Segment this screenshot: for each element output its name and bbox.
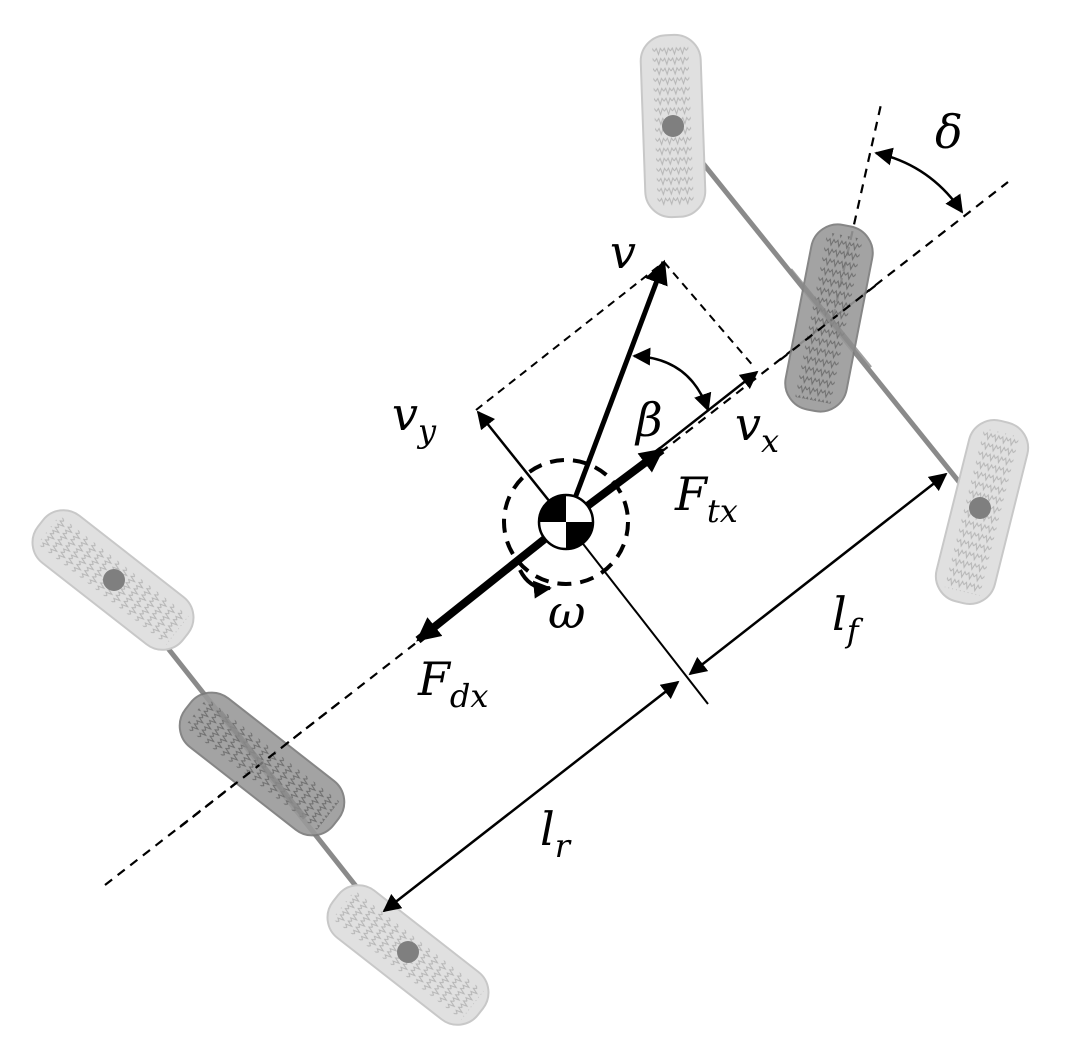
lf-dimension-arrow: [688, 472, 948, 676]
front-axle-overlay: [788, 268, 872, 370]
sideslip-angle-arc: [632, 347, 712, 412]
hub-front-right: [969, 497, 991, 519]
vehicle-axis-overlay-front: [779, 281, 881, 361]
cg-lateral-line: [565, 521, 709, 705]
ftx-label-sub: tx: [707, 492, 738, 530]
hub-rear-left: [103, 569, 125, 591]
vx-label-sub: x: [761, 422, 779, 460]
lf-label-main: l: [832, 587, 847, 641]
yaw-rate-arrow: [518, 569, 552, 599]
fdx-label-main: F: [417, 652, 452, 706]
vy-label-sub: y: [416, 412, 437, 450]
v-arrow: [563, 259, 668, 523]
vy-projection-dashed: [475, 261, 665, 411]
vx-projection-dashed: [663, 261, 756, 369]
hub-rear-right: [397, 941, 419, 963]
rear-axle-overlay: [218, 710, 307, 820]
center-of-gravity-symbol: [537, 493, 595, 551]
beta-label: β: [634, 393, 663, 447]
drag-force-arrow: [415, 518, 569, 644]
ftx-label: Ftx: [674, 467, 738, 530]
yaw-rate-circle: [502, 458, 630, 586]
hub-front-left: [662, 115, 684, 137]
fdx-label: Fdx: [417, 652, 488, 715]
vy-label: vy: [392, 387, 437, 450]
vx-label-main: v: [735, 397, 761, 451]
steering-angle-arc: [874, 147, 964, 214]
ftx-label-main: F: [674, 467, 709, 521]
lf-label-sub: f: [845, 612, 864, 650]
v-label: v: [610, 225, 636, 279]
omega-label: ω: [548, 585, 586, 639]
vx-label: vx: [735, 397, 779, 460]
lr-label-sub: r: [555, 827, 572, 865]
vy-label-main: v: [392, 387, 418, 441]
fdx-label-sub: dx: [450, 677, 489, 715]
lf-label: lf: [832, 587, 864, 650]
delta-label: δ: [935, 105, 963, 159]
lr-label-main: l: [540, 802, 555, 856]
lr-dimension-arrow: [382, 680, 680, 913]
lr-label: lr: [540, 802, 572, 865]
